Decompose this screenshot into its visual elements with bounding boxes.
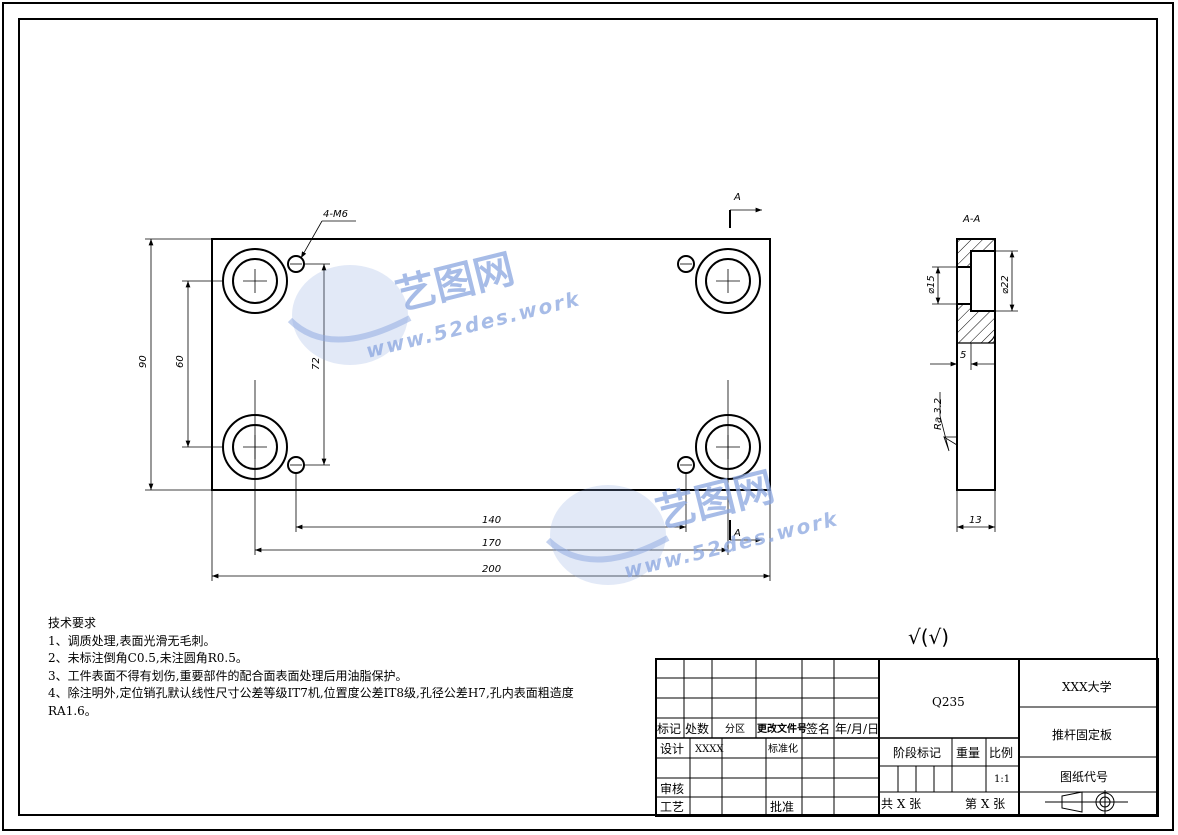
scale-value: 1:1	[994, 774, 1010, 785]
school-name: XXX大学	[1062, 679, 1112, 694]
review-label: 审核	[660, 781, 684, 796]
total-sheets: 共 X 张	[881, 797, 921, 811]
note-item: 1、调质处理,表面光滑无毛刺。	[48, 633, 216, 648]
approve-label: 批准	[770, 799, 794, 814]
design-label: 设计	[660, 742, 684, 756]
designer-name: XXXX	[695, 744, 724, 755]
dim-72: 72	[311, 357, 322, 370]
front-view: 4-M6 90 60 72 140 170	[138, 192, 771, 581]
dim-depth-5: 5	[960, 350, 966, 361]
note-item: 4、除注明外,定位销孔默认线性尺寸公差等级IT7机,位置度公差IT8级,孔径公差…	[48, 686, 574, 718]
counterbore-hole	[695, 248, 761, 314]
dim-170: 170	[482, 538, 501, 549]
dim-200: 200	[482, 564, 501, 575]
counterbore-hole	[222, 248, 288, 314]
scale-label: 比例	[989, 746, 1013, 760]
section-title: A-A	[962, 214, 980, 225]
header-date: 年/月/日	[835, 722, 879, 736]
dim-90: 90	[138, 355, 149, 368]
header-mark: 标记	[657, 722, 681, 736]
dim-60: 60	[175, 355, 186, 368]
weight-label: 重量	[956, 746, 980, 760]
notes-title: 技术要求	[48, 616, 97, 630]
header-change-doc: 更改文件号	[757, 722, 807, 735]
standardize-label: 标准化	[768, 742, 798, 755]
material: Q235	[932, 695, 965, 709]
drawing-border	[18, 18, 1158, 816]
dim-dia-15: ⌀15	[926, 275, 937, 294]
section-mark-top: A	[733, 192, 741, 203]
roughness-symbol-general: √(√)	[908, 625, 949, 649]
process-label: 工艺	[660, 800, 684, 814]
projection-symbol	[1045, 790, 1128, 814]
watermark: 艺图网 www.52des.work 艺图网 www.52des.work	[287, 246, 841, 585]
stage-label: 阶段标记	[893, 745, 941, 760]
header-count: 处数	[685, 721, 709, 736]
plate-outline	[211, 238, 771, 491]
title-block: 标记 处数 分区 更改文件号 签名 年/月/日 设计 XXXX 标准化 审核 工…	[655, 658, 1159, 817]
threaded-hole	[677, 255, 695, 273]
part-name: 推杆固定板	[1052, 727, 1112, 742]
sheet-number: 第 X 张	[965, 797, 1005, 811]
note-item: 2、未标注倒角C0.5,未注圆角R0.5。	[48, 651, 248, 665]
dim-dia-22: ⌀22	[1000, 275, 1011, 294]
roughness-note: Ra 3.2	[933, 398, 944, 430]
drawing-no-label: 图纸代号	[1060, 770, 1108, 784]
header-sign: 签名	[806, 721, 830, 736]
header-zone: 分区	[725, 723, 745, 735]
note-item: 3、工件表面不得有划伤,重要部件的配合面表面处理后用油脂保护。	[48, 668, 408, 683]
dim-140: 140	[482, 515, 501, 526]
section-mark-bottom: A	[733, 528, 741, 539]
section-view: A-A ⌀15 ⌀22 5 13	[926, 214, 1018, 532]
technical-requirements: 技术要求 1、调质处理,表面光滑无毛刺。 2、未标注倒角C0.5,未注圆角R0.…	[48, 615, 608, 720]
hole-callout: 4-M6	[323, 209, 348, 220]
dim-thickness-13: 13	[969, 515, 982, 526]
